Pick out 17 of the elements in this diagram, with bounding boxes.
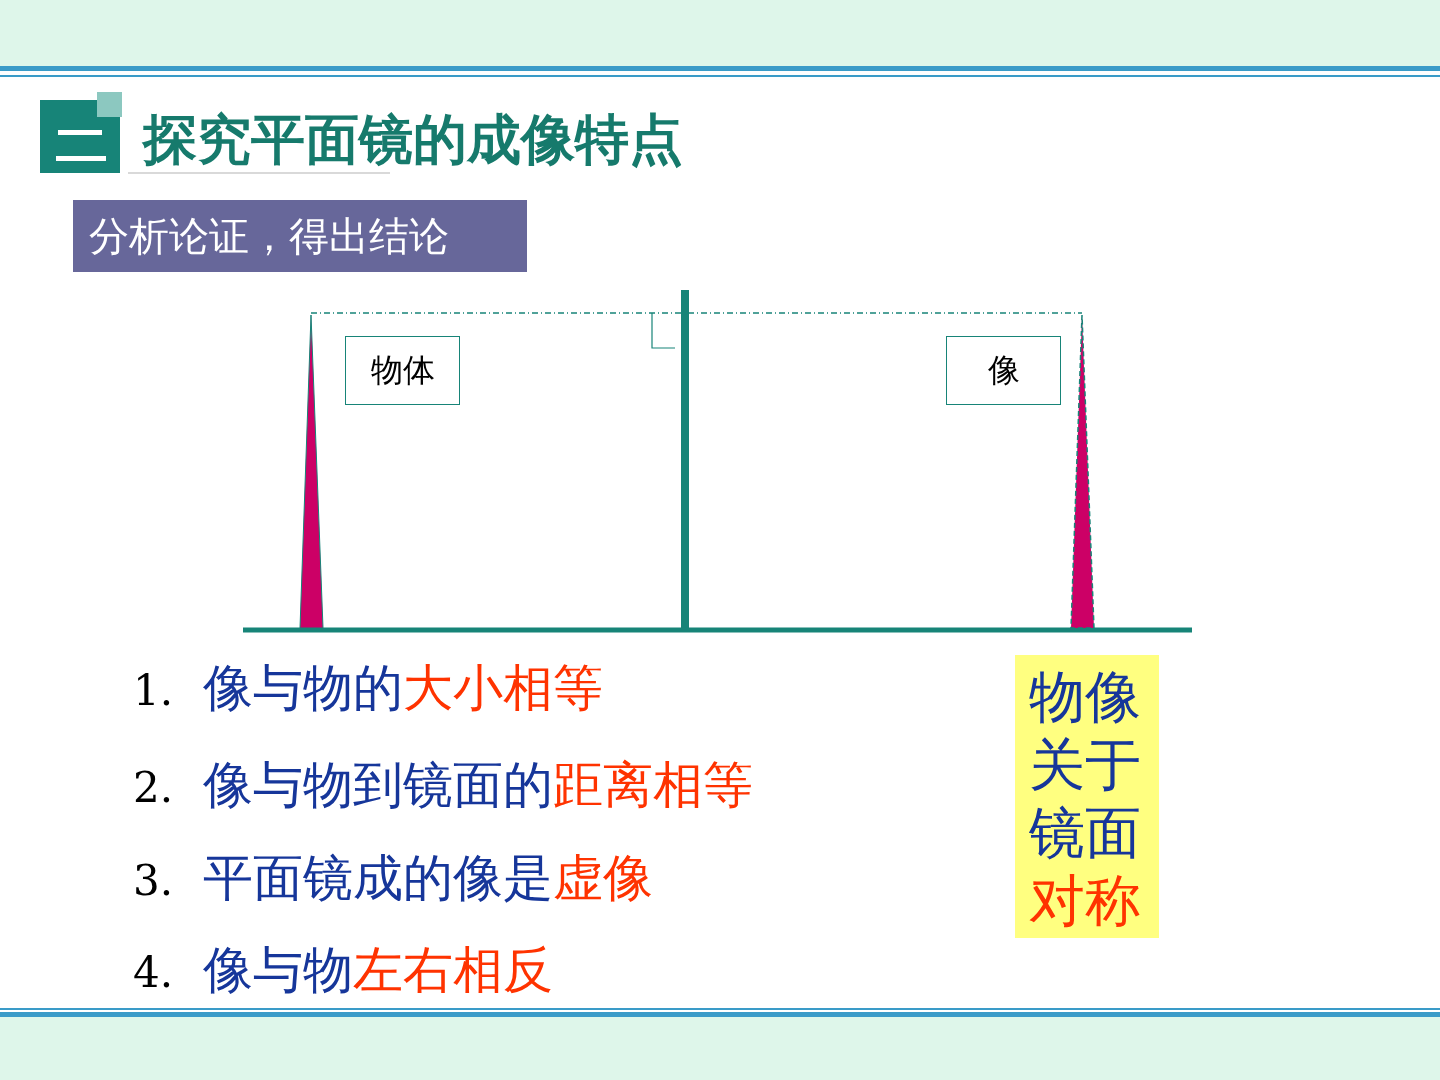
- list-number: 2.: [133, 762, 175, 814]
- banner-tag: 分析论证，得出结论: [73, 200, 527, 272]
- conclusion-text: 平面镜成的像是: [203, 849, 553, 907]
- slide-title: 探究平面镜的成像特点: [143, 107, 683, 173]
- list-number: 1.: [133, 665, 175, 717]
- conclusion-box: 物像关于镜面 对称: [1015, 655, 1159, 938]
- conclusion-text: 左右相反: [353, 941, 553, 999]
- label-box: 像: [946, 336, 1061, 405]
- list-number: 3.: [133, 855, 175, 907]
- conclusion-text: 虚像: [553, 849, 653, 907]
- label-box: 物体: [345, 336, 460, 405]
- conclusion-text: 像与物: [203, 941, 353, 999]
- conclusion-text: 距离相等: [553, 756, 753, 814]
- list-number: 4.: [133, 947, 175, 999]
- conclusion-text: 像与物的: [203, 659, 403, 717]
- conclusion-text: 大小相等: [403, 659, 603, 717]
- conclusion-text: 像与物到镜面的: [203, 756, 553, 814]
